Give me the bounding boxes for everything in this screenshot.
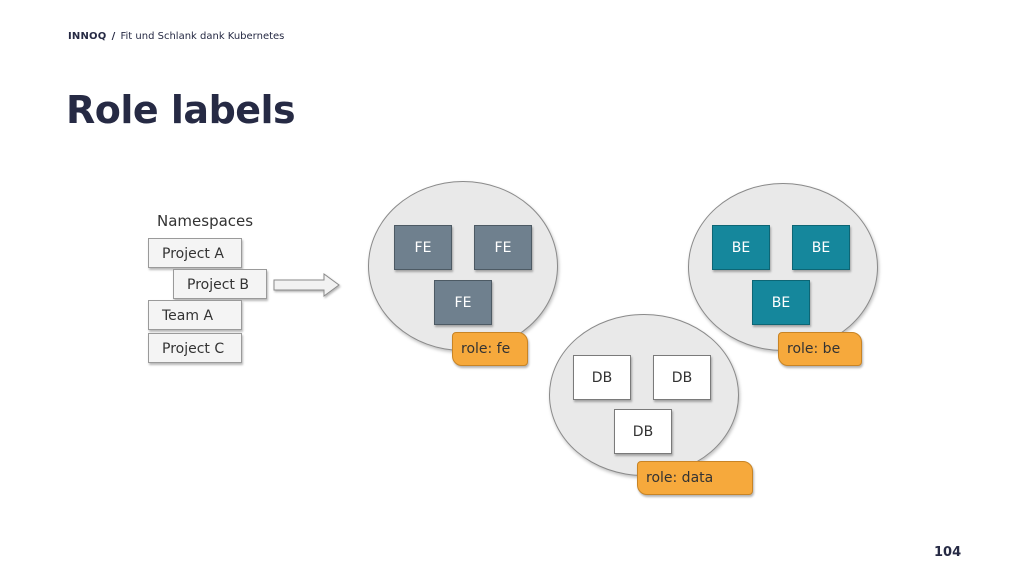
slide-header: INNOQ / Fit und Schlank dank Kubernetes	[68, 31, 284, 42]
fe-pod: FE	[474, 225, 532, 270]
slide-title: Role labels	[66, 88, 296, 132]
namespace-team-a: Team A	[148, 300, 242, 330]
role-be-label-tag: role: be	[778, 332, 862, 366]
namespace-project-b: Project B	[173, 269, 267, 299]
header-separator: /	[111, 31, 116, 42]
right-arrow-icon	[273, 273, 340, 297]
role-data-label-tag: role: data	[637, 461, 753, 495]
namespaces-heading: Namespaces	[157, 212, 254, 230]
db-pod: DB	[653, 355, 711, 400]
namespace-project-c: Project C	[148, 333, 242, 363]
namespace-project-a: Project A	[148, 238, 242, 268]
db-pod: DB	[614, 409, 672, 454]
be-pod: BE	[712, 225, 770, 270]
db-pod: DB	[573, 355, 631, 400]
fe-pod: FE	[434, 280, 492, 325]
presentation-subtitle: Fit und Schlank dank Kubernetes	[120, 31, 285, 42]
be-pod: BE	[792, 225, 850, 270]
brand-logo-text: INNOQ	[68, 31, 107, 42]
fe-pod: FE	[394, 225, 452, 270]
be-pod: BE	[752, 280, 810, 325]
page-number: 104	[934, 545, 962, 560]
role-fe-label-tag: role: fe	[452, 332, 528, 366]
